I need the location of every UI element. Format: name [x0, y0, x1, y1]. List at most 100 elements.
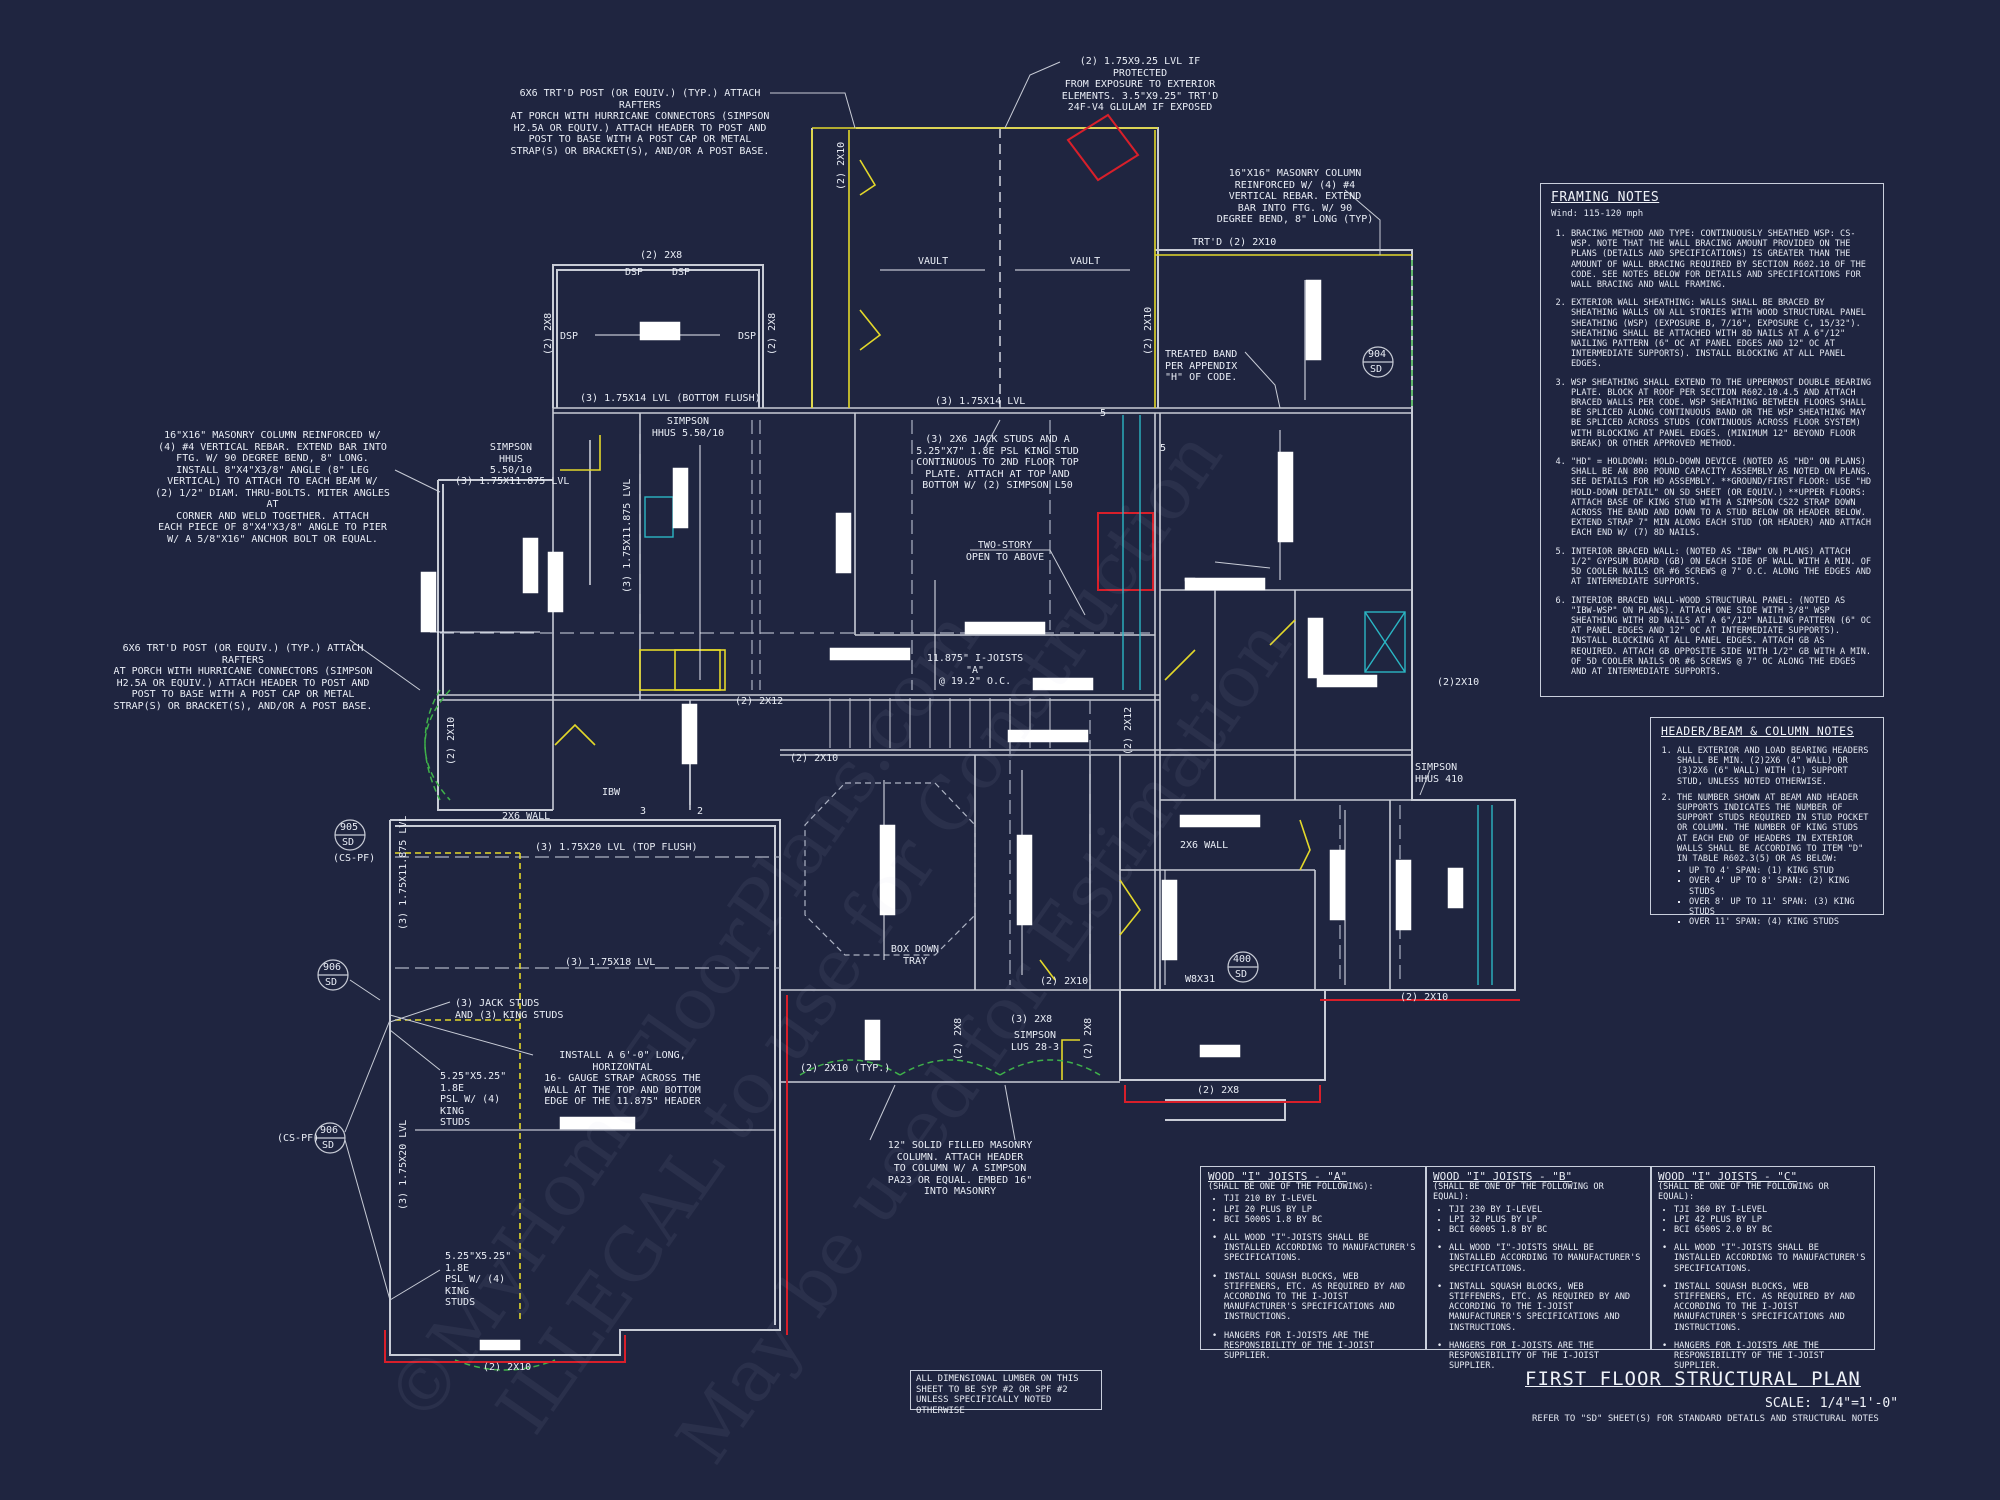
label-num-2: 2	[697, 806, 704, 817]
label-2x10-c: (2) 2x10	[1400, 992, 1449, 1003]
callout-masonry-left: 16"x16" MASONRY COLUMN REINFORCED W/ (4)…	[155, 430, 390, 545]
label-num-5a: 5	[1100, 408, 1107, 419]
label-vault-2: VAULT	[1070, 256, 1101, 267]
label-trtd-2x10: TRT'D (2) 2x10	[1192, 237, 1277, 248]
tag-904: 904	[1368, 349, 1387, 360]
yellow-headers	[395, 127, 1412, 1320]
header-note-1: ALL EXTERIOR AND LOAD BEARING HEADERS SH…	[1677, 746, 1873, 787]
label-dsp-2: DSP	[672, 267, 691, 278]
callout-jack-king: (3) JACK STUDS AND (3) KING STUDS	[455, 998, 564, 1021]
i-joist-a-req: (SHALL BE ONE OF THE FOLLOWING):	[1208, 1182, 1374, 1193]
green-arches	[424, 260, 1413, 1371]
header-notes-list: ALL EXTERIOR AND LOAD BEARING HEADERS SH…	[1661, 746, 1873, 864]
span-item-3: OVER 8' UP TO 11' SPAN: (3) KING STUDS	[1689, 897, 1873, 917]
tag-906b: 906	[320, 1125, 339, 1136]
label-vert-2x10-c: (2) 2x10	[446, 716, 457, 765]
i-joist-c-note-2: INSTALL SQUASH BLOCKS, WEB STIFFENERS, E…	[1658, 1282, 1867, 1333]
label-vault-1: VAULT	[918, 256, 949, 267]
callout-treated-band: TREATED BAND PER APPENDIX "H" OF CODE.	[1165, 349, 1238, 383]
i-joist-c-note-1: ALL WOOD "I"-JOISTS SHALL BE INSTALLED A…	[1658, 1243, 1867, 1274]
i-joist-c: WOOD "I" JOISTS - "C" (SHALL BE ONE OF T…	[1650, 1166, 1875, 1371]
callout-masonry-right: 16"x16" MASONRY COLUMN REINFORCED W/ (4)…	[1216, 168, 1374, 225]
framing-note-1: BRACING METHOD AND TYPE: CONTINUOUSLY SH…	[1571, 229, 1873, 290]
red-outline	[384, 113, 1520, 1363]
tag-906a: 906	[323, 962, 342, 973]
callout-solid-masonry: 12" SOLID FILLED MASONRY COLUMN. ATTACH …	[887, 1140, 1033, 1197]
span-item-2: OVER 4' UP TO 8' SPAN: (2) KING STUDS	[1689, 876, 1873, 896]
i-joist-b: WOOD "I" JOISTS - "B" (SHALL BE ONE OF T…	[1425, 1166, 1650, 1371]
label-num-5b: 5	[1160, 443, 1167, 454]
label-2x8-top: (2) 2x8	[640, 250, 683, 261]
lumber-note: ALL DIMENSIONAL LUMBER ON THIS SHEET TO …	[910, 1370, 1102, 1416]
beam-markers	[420, 279, 1464, 1351]
i-joist-a: WOOD "I" JOISTS - "A" (SHALL BE ONE OF T…	[1200, 1166, 1425, 1361]
label-2x12: (2) 2x12	[735, 696, 784, 707]
tag-400: 400	[1233, 954, 1252, 965]
i-joist-b-option-3: BCI 6000s 1.8 BY BC	[1449, 1225, 1642, 1235]
framing-note-4: "HD" = HOLDOWN: HOLD-DOWN DEVICE (NOTED …	[1571, 457, 1873, 539]
label-cs-pf-1: (CS-PF)	[333, 853, 376, 864]
callout-simpson-hhus-2: SIMPSON HHUS 5.50/10	[651, 416, 725, 439]
callout-box-down: BOX DOWN TRAY	[890, 944, 940, 967]
i-joist-a-option-3: BCI 5000s 1.8 BY BC	[1224, 1215, 1417, 1225]
callout-simpson-hhus-1: SIMPSON HHUS 5.50/10	[489, 442, 533, 476]
tag-400-sd: SD	[1235, 969, 1248, 980]
label-vert-2x8-a: (2) 2x8	[543, 312, 554, 355]
callout-lvl-protected: (2) 1.75x9.25 LVL IF PROTECTED FROM EXPO…	[1061, 56, 1219, 113]
label-vert-2x10-a: (2) 2x10	[836, 141, 847, 190]
sheet-refer-note: REFER TO "SD" SHEET(S) FOR STANDARD DETA…	[1532, 1414, 1879, 1424]
label-dsp-3: DSP	[560, 331, 579, 342]
header-note-2: THE NUMBER SHOWN AT BEAM AND HEADER SUPP…	[1677, 793, 1873, 864]
i-joist-b-option-2: LPI 32 PLUS BY LP	[1449, 1215, 1642, 1225]
i-joist-c-option-1: TJI 360 BY I-LEVEL	[1674, 1205, 1867, 1215]
label-2x10-typ: (2) 2x10 (TYP.)	[800, 1063, 891, 1074]
i-joist-c-option-3: BCI 6500s 2.0 BY BC	[1674, 1225, 1867, 1235]
tag-906b-sd: SD	[322, 1140, 335, 1151]
tag-905: 905	[340, 822, 359, 833]
label-2x8-bottom: (2) 2x8	[1197, 1085, 1240, 1096]
detail-tags	[314, 346, 1394, 1154]
i-joist-b-note-2: INSTALL SQUASH BLOCKS, WEB STIFFENERS, E…	[1433, 1282, 1642, 1333]
i-joist-b-req: (SHALL BE ONE OF THE FOLLOWING OR EQUAL)…	[1433, 1182, 1604, 1203]
header-notes-panel: HEADER/BEAM & COLUMN NOTES ALL EXTERIOR …	[1650, 717, 1884, 927]
callout-strap: INSTALL A 6'-0" LONG, HORIZONTAL 16- GAU…	[544, 1050, 701, 1107]
sheet-title: FIRST FLOOR STRUCTURAL PLAN	[1525, 1368, 1861, 1390]
callout-psl-2: 5.25"x5.25" 1.8E PSL W/ (4) KING STUDS	[445, 1251, 512, 1308]
label-2x10-a: (2) 2x10	[790, 753, 839, 764]
header-notes-title: HEADER/BEAM & COLUMN NOTES	[1661, 724, 1855, 738]
sheet-scale: SCALE: 1/4"=1'-0"	[1765, 1396, 1899, 1411]
callout-porch-post-top: 6x6 TRT'D POST (OR EQUIV.) (TYP.) ATTACH…	[510, 88, 770, 157]
label-num-3: 3	[640, 806, 647, 817]
label-lvl-bottom-flush: (3) 1.75x14 LVL (BOTTOM FLUSH)	[580, 393, 761, 404]
i-joist-a-option-2: LPI 20 PLUS BY LP	[1224, 1205, 1417, 1215]
framing-note-5: INTERIOR BRACED WALL: (NOTED AS "IBW" ON…	[1571, 547, 1873, 588]
label-lvl-14: (3) 1.75x14 LVL	[935, 396, 1026, 407]
callout-simpson-lus: SIMPSON LUS 28-3	[1010, 1030, 1060, 1053]
i-joist-a-option-1: TJI 210 BY I-LEVEL	[1224, 1194, 1417, 1204]
i-joist-c-req: (SHALL BE ONE OF THE FOLLOWING OR EQUAL)…	[1658, 1182, 1829, 1203]
label-vert-2x12: (2) 2x12	[1123, 706, 1134, 755]
framing-note-2: EXTERIOR WALL SHEATHING: WALLS SHALL BE …	[1571, 298, 1873, 369]
callout-simpson-hhus410: SIMPSON HHUS 410	[1415, 762, 1464, 785]
label-vert-2x8-b: (2) 2x8	[767, 312, 778, 355]
label-2x10-right: (2)2X10	[1437, 677, 1480, 688]
label-dsp-1: DSP	[625, 267, 644, 278]
framing-notes-title: FRAMING NOTES	[1551, 190, 1660, 205]
framing-notes-list: BRACING METHOD AND TYPE: CONTINUOUSLY SH…	[1551, 229, 1873, 677]
label-2x6-wall-b: 2x6 WALL	[1180, 840, 1229, 851]
tag-904-sd: SD	[1370, 364, 1383, 375]
i-joist-a-note-2: INSTALL SQUASH BLOCKS, WEB STIFFENERS, E…	[1208, 1272, 1417, 1323]
i-joist-divider-1	[1425, 1166, 1427, 1350]
i-joist-b-title: WOOD "I" JOISTS - "B"	[1433, 1170, 1573, 1183]
i-joist-c-option-2: LPI 42 PLUS BY LP	[1674, 1215, 1867, 1225]
span-item-1: UP TO 4' SPAN: (1) KING STUD	[1689, 866, 1873, 876]
label-dsp-4: DSP	[738, 331, 757, 342]
callout-jack-studs-psl: (3) 2x6 JACK STUDS AND A 5.25"x7" 1.8E P…	[916, 434, 1079, 491]
label-ibw: IBW	[602, 787, 621, 798]
label-lvl-11875: (3) 1.75x11.875 LVL	[455, 476, 570, 487]
label-2x10-b: (2) 2x10	[1040, 976, 1089, 987]
label-lvl-18: (3) 1.75x18 LVL	[565, 957, 656, 968]
callout-i-joists: 11.875" I-JOISTS "A" @ 19.2" O.C.	[926, 653, 1024, 687]
framing-note-6: INTERIOR BRACED WALL-WOOD STRUCTURAL PAN…	[1571, 596, 1873, 678]
label-vert-lvl-11875: (3) 1.75x11.875 LVL	[622, 478, 633, 593]
